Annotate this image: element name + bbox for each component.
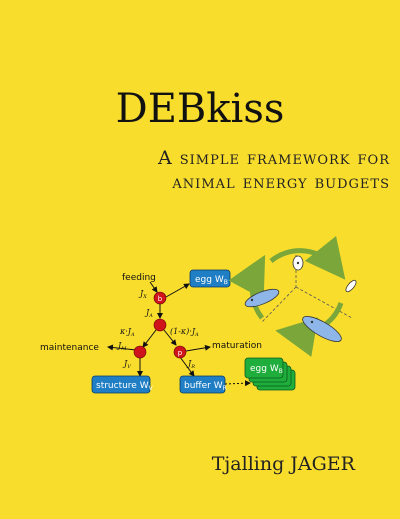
juvenile-stage-icon xyxy=(244,288,280,308)
node-p: p xyxy=(173,345,187,359)
flux-oneminus-kappa-ja: (1-κ)·JA xyxy=(170,327,199,338)
egg-stack: egg WB xyxy=(244,357,296,391)
structure-box: structure WV xyxy=(91,375,154,394)
label-maturation: maturation xyxy=(212,341,262,351)
life-cycle-illustration xyxy=(228,235,357,357)
node-center xyxy=(153,318,167,332)
node-b: b xyxy=(153,291,167,305)
svg-text:egg WB: egg WB xyxy=(195,275,228,286)
subtitle-line-1: A simple framework for xyxy=(157,147,390,169)
buffer-box: buffer WR xyxy=(179,375,227,394)
flux-ja: JA xyxy=(144,308,153,319)
svg-text:b: b xyxy=(158,295,163,303)
flux-jv: JV xyxy=(122,359,132,370)
label-feeding: feeding xyxy=(122,273,156,283)
book-subtitle: A simple framework for animal energy bud… xyxy=(60,146,390,194)
flux-jm: JM xyxy=(116,341,127,352)
svg-text:p: p xyxy=(178,349,183,357)
flux-kappa-ja: κ·JA xyxy=(119,327,135,338)
flux-arrows xyxy=(107,281,251,387)
larva-stage-icon xyxy=(345,279,357,293)
flux-jx: JX xyxy=(138,289,147,300)
svg-text:structure WV: structure WV xyxy=(96,381,154,392)
node-left xyxy=(133,345,147,359)
svg-text:egg WB: egg WB xyxy=(250,364,283,375)
adult-stage-icon xyxy=(302,316,342,342)
label-maintenance: maintenance xyxy=(40,343,99,353)
book-author: Tjalling JAGER xyxy=(211,453,355,475)
egg-box: egg WB xyxy=(189,269,231,288)
subtitle-line-2: animal energy budgets xyxy=(172,171,390,193)
book-title: DEBkiss xyxy=(115,86,285,132)
svg-text:buffer WR: buffer WR xyxy=(184,381,227,392)
flux-jr: JR xyxy=(186,359,195,370)
